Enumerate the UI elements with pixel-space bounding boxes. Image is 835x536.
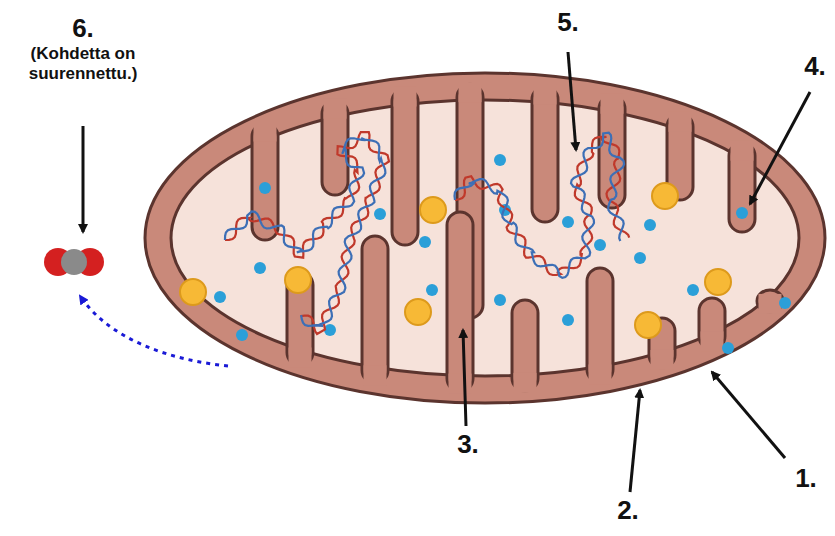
mitochondrial-dna (225, 132, 629, 334)
co2-molecule (44, 248, 104, 276)
crista-base (731, 141, 754, 161)
crista-base (534, 85, 557, 105)
ribosome (494, 154, 506, 166)
ribosome (236, 329, 248, 341)
ribosome (779, 297, 791, 309)
cristae (252, 82, 783, 393)
granule (705, 269, 731, 295)
inner-membrane (171, 100, 799, 376)
crista-base (589, 364, 612, 384)
crista (362, 236, 388, 383)
ribosome (722, 342, 734, 354)
crista-base (669, 112, 692, 132)
ribosome (687, 284, 699, 296)
ribosome (562, 314, 574, 326)
crista-base (701, 331, 724, 351)
crista-base (759, 294, 782, 314)
callout-number: 1. (795, 464, 817, 494)
ribosome (254, 262, 266, 274)
crista (532, 87, 558, 222)
granule (635, 312, 661, 338)
ribosome (214, 291, 226, 303)
crista-base (254, 122, 277, 142)
dna-strand (225, 138, 385, 326)
ribosome (494, 294, 506, 306)
dna-strand (455, 133, 625, 278)
dna-strand (455, 137, 629, 275)
crista (447, 212, 473, 392)
crista-base (324, 99, 347, 119)
ribosome (419, 236, 431, 248)
callout-number: 3. (457, 430, 479, 460)
granule (405, 299, 431, 325)
note-label: (Kohdetta on suurennettu.) (13, 44, 153, 83)
leader-arrows (83, 52, 810, 492)
crista-base (394, 87, 417, 107)
ribosome (562, 216, 574, 228)
ribosome (426, 284, 438, 296)
callout-number: 2. (617, 496, 639, 526)
granule (285, 267, 311, 293)
granule (180, 279, 206, 305)
ribosome (644, 219, 656, 231)
crista-base (514, 373, 537, 393)
ribosome (634, 252, 646, 264)
callout-number: 4. (804, 52, 826, 82)
ribosome (259, 182, 271, 194)
granule (420, 197, 446, 223)
crista-base (651, 350, 674, 370)
matrix-items (180, 154, 791, 354)
granule (652, 183, 678, 209)
ribosome (374, 208, 386, 220)
ribosome (594, 239, 606, 251)
crista-base (601, 94, 624, 114)
crista-base (459, 82, 482, 102)
crista (392, 89, 418, 245)
ribosome (736, 207, 748, 219)
outer-membrane (145, 73, 825, 403)
dna-strand (225, 132, 389, 334)
callout-number: 6. (72, 14, 94, 44)
callout-number: 5. (557, 8, 579, 38)
crista-base (449, 374, 472, 394)
crista-base (364, 365, 387, 385)
crista-base (289, 348, 312, 368)
diffusion-arrow (80, 296, 228, 366)
